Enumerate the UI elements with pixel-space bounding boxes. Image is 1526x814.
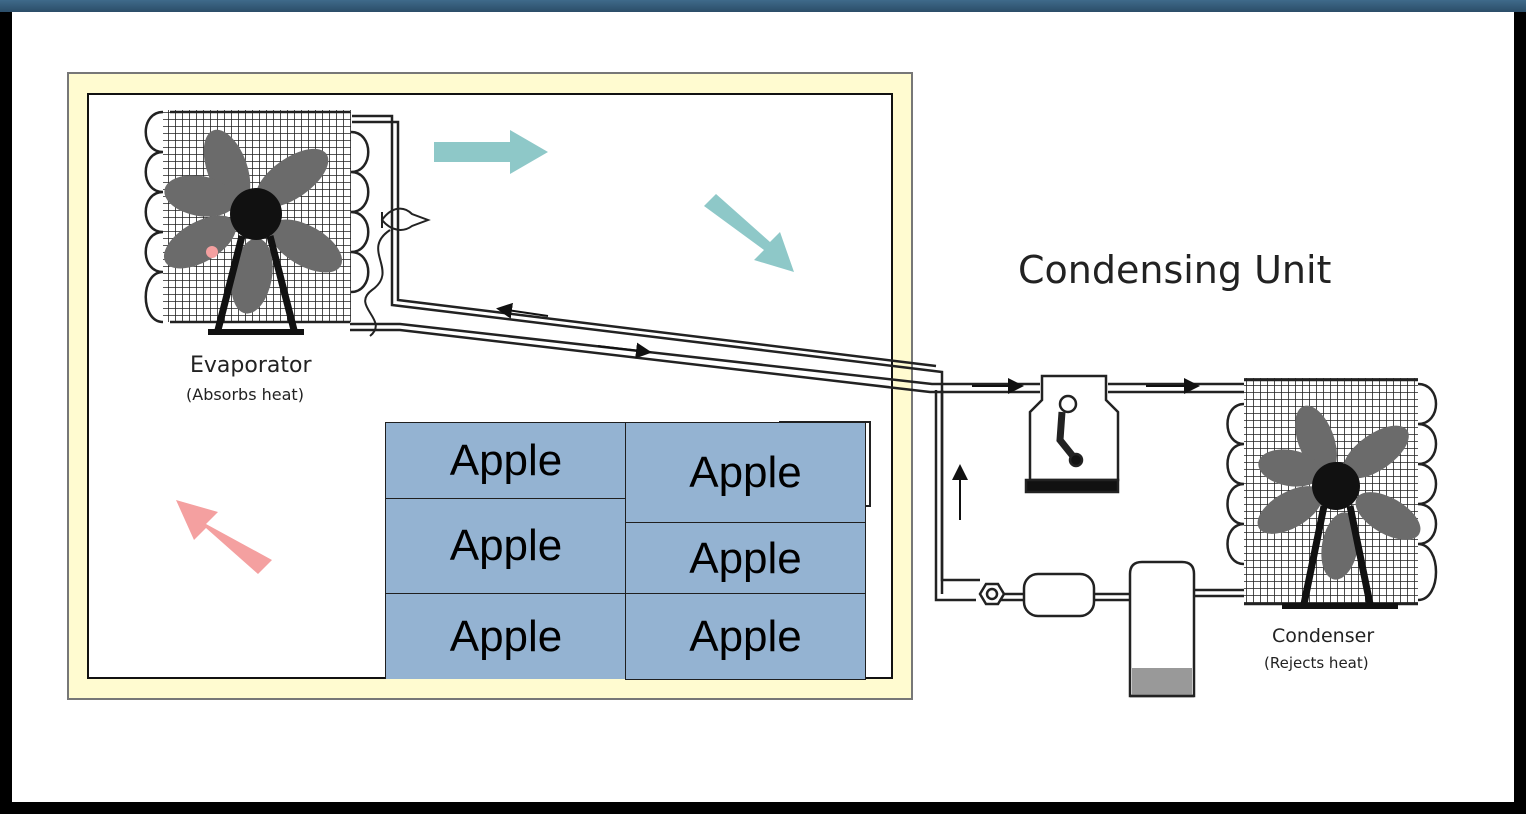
flow-direction-arrows: [496, 302, 1200, 520]
cool-air-arrow-diagonal: [704, 194, 794, 272]
suction-line-2: [350, 328, 1040, 394]
table-cell-left-1: Apple: [385, 422, 627, 499]
suction-line: [350, 322, 1040, 386]
cell-text: Apple: [449, 435, 563, 485]
table-cell-right-3: Apple: [625, 593, 866, 680]
table-cell-right-2: Apple: [625, 522, 866, 595]
liquid-riser: [934, 390, 976, 602]
cell-text: Apple: [689, 611, 802, 661]
cell-text: Apple: [689, 448, 802, 497]
table-cell-left-2: Apple: [385, 498, 627, 594]
evaporator-note: (Absorbs heat): [186, 385, 304, 404]
evaporator-unit: Evaporator (Absorbs heat): [144, 110, 370, 404]
evap-outlet-riser: [352, 114, 980, 582]
cell-text: Apple: [449, 521, 563, 570]
evaporator-fan-icon: [163, 129, 343, 335]
table-cell-left-3: Apple: [385, 593, 627, 679]
evaporator-label: Evaporator: [190, 353, 312, 378]
warm-air-arrow-diagonal: [176, 500, 272, 574]
condenser-note: (Rejects heat): [1264, 654, 1369, 672]
air-flow-arrows: [176, 130, 794, 574]
refrigerant-lines: [350, 114, 1250, 690]
compressor-icon: [1024, 374, 1120, 494]
receiver-tank-icon: [1128, 560, 1196, 698]
discharge-line: [1108, 382, 1250, 394]
condenser-label: Condenser: [1272, 625, 1374, 647]
condensing-unit-title: Condensing Unit: [1018, 248, 1331, 292]
warm-air-spot: [206, 246, 218, 258]
cell-text: Apple: [449, 611, 563, 661]
evaporator-coil-loops: [144, 110, 370, 324]
condenser-fan-icon: [1257, 405, 1421, 609]
filter-drier-icon: [978, 572, 1096, 618]
cell-text: Apple: [689, 533, 802, 583]
liquid-return-line: [352, 120, 937, 368]
condenser-outlet: [1192, 588, 1250, 598]
table-cell-right-1: Apple: [625, 422, 866, 524]
condenser-unit: Condenser (Rejects heat): [1226, 378, 1438, 672]
cool-air-arrow-right: [434, 130, 548, 174]
window-top-strip: [0, 0, 1526, 12]
